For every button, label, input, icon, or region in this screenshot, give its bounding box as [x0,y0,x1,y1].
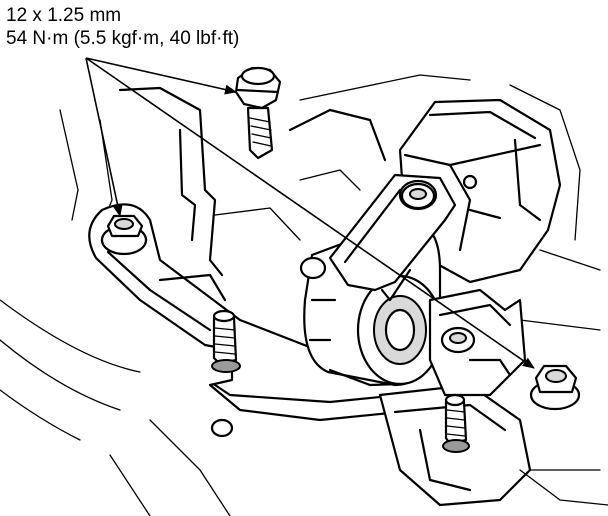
bolt-size-label: 12 x 1.25 mm [6,5,122,26]
flange-nut-icon [440,326,476,354]
stud-icon [442,393,470,453]
stud-icon [211,309,241,373]
transmission-case [398,98,562,284]
torque-spec-callout: 12 x 1.25 mm 54 N·m (5.5 kgf·m, 40 lbf·f… [6,4,239,50]
flange-nut-icon [529,364,581,411]
bolt-icon [234,66,282,160]
flange-nut-icon [400,182,436,210]
callout-leaders [85,57,535,369]
flange-nut-icon [100,214,148,256]
torque-value-label: 54 N·m (5.5 kgf·m, 40 lbf·ft) [6,28,240,49]
